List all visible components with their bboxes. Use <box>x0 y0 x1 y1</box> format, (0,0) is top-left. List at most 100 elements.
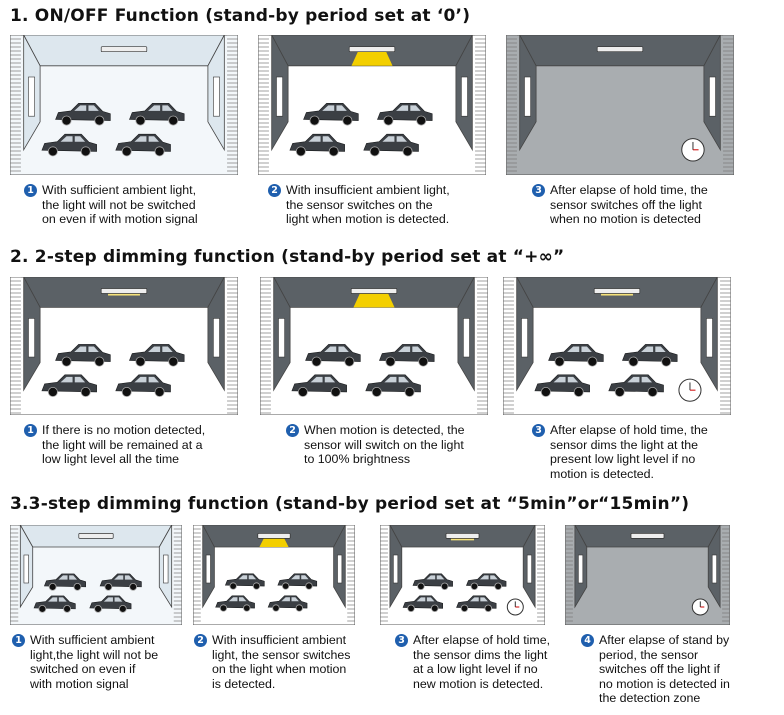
car-icon <box>608 374 664 397</box>
lamp-icon <box>78 533 114 539</box>
caption-line: the sensor switches on the <box>286 197 433 212</box>
lamp-icon <box>630 533 665 539</box>
caption-line: If there is no motion detected, <box>42 423 206 437</box>
pillar-icon <box>706 318 713 358</box>
garage-scene <box>380 525 545 625</box>
step-badge: 2 <box>194 634 207 647</box>
garage-scene <box>260 277 488 415</box>
pillar-icon <box>276 76 283 117</box>
caption-line: sensor dims the light at the <box>550 437 699 452</box>
caption-line: present low light level if no <box>550 452 696 467</box>
car-icon <box>41 133 97 157</box>
car-icon <box>99 573 142 591</box>
caption-text: With insufficient ambient light,the sens… <box>286 183 450 227</box>
car-icon <box>365 374 421 397</box>
caption-text: After elapse of hold time,the sensor dim… <box>413 633 550 691</box>
scene-panel <box>380 525 545 625</box>
caption-line: motion is detected. <box>550 466 655 481</box>
garage-scene <box>506 35 734 175</box>
caption-line: sensor switches off the light <box>550 197 702 212</box>
lamp-icon <box>100 46 148 53</box>
pillar-icon <box>524 76 531 117</box>
caption-line: is detected. <box>212 676 276 691</box>
step-badge: 3 <box>395 634 408 647</box>
car-icon <box>33 595 76 613</box>
car-icon <box>43 573 86 591</box>
step-badge: 1 <box>24 424 37 437</box>
pillar-icon <box>213 76 220 117</box>
step-badge: 1 <box>24 184 37 197</box>
car-icon <box>379 344 435 367</box>
section-2-title: 2. 2-step dimming function (stand-by per… <box>10 247 565 267</box>
caption-line: light when motion is detected. <box>286 212 450 227</box>
caption-line: at a low light level if no <box>413 662 538 677</box>
scene-panel <box>506 35 734 175</box>
light-beam <box>259 537 289 547</box>
car-icon <box>267 595 308 612</box>
pillar-icon <box>28 76 35 117</box>
pillar-icon <box>578 554 584 584</box>
car-icon <box>305 344 361 367</box>
pillar-icon <box>463 318 470 358</box>
car-icon <box>55 344 111 367</box>
pillar-icon <box>526 554 532 584</box>
caption-line: When motion is detected, the <box>304 423 465 437</box>
caption-line: After elapse of stand by <box>599 633 730 647</box>
car-icon <box>402 595 443 613</box>
caption-line: on even if with motion signal <box>42 212 198 227</box>
lamp-icon <box>445 533 480 539</box>
scene-panel <box>503 277 731 415</box>
caption-line: light, the sensor switches <box>212 647 351 662</box>
car-icon <box>466 573 507 591</box>
caption-line: After elapse of hold time, the <box>550 423 708 437</box>
car-icon <box>534 374 590 397</box>
lamp-icon <box>596 46 644 53</box>
car-icon <box>115 133 171 157</box>
pillar-icon <box>393 554 399 584</box>
car-icon <box>55 103 111 126</box>
caption-line: switched on even if <box>30 662 136 677</box>
car-icon <box>412 573 453 591</box>
pillar-icon <box>521 318 528 358</box>
lamp-icon <box>348 46 396 53</box>
step-badge: 2 <box>268 184 281 197</box>
garage-scene <box>193 525 355 625</box>
scene-panel <box>260 277 488 415</box>
car-icon <box>224 573 265 590</box>
car-icon <box>129 103 185 126</box>
caption-line: to 100% brightness <box>304 452 411 467</box>
lamp-icon <box>100 288 148 294</box>
car-icon <box>115 374 171 397</box>
pillar-icon <box>205 554 211 584</box>
pillar-icon <box>711 554 717 584</box>
scene-panel <box>10 277 238 415</box>
car-icon <box>303 103 359 126</box>
garage-scene <box>503 277 731 415</box>
car-icon <box>289 133 345 157</box>
car-icon <box>89 595 132 613</box>
car-icon <box>377 103 433 126</box>
scene-panel <box>193 525 355 625</box>
car-icon <box>277 573 318 590</box>
caption-line: the sensor dims the light <box>413 647 548 662</box>
caption-line: After elapse of hold time, the <box>550 183 708 197</box>
caption-line: With sufficient ambient light, <box>42 183 197 197</box>
car-icon <box>548 344 604 367</box>
step-badge: 2 <box>286 424 299 437</box>
caption-line: With insufficient ambient <box>212 633 347 647</box>
scene-panel <box>565 525 730 625</box>
pillar-icon <box>337 554 343 584</box>
step-badge: 4 <box>581 634 594 647</box>
pillar-icon <box>213 318 220 358</box>
pillar-icon <box>28 318 35 358</box>
caption-line: switches off the light if <box>599 662 720 677</box>
garage-scene <box>10 35 238 175</box>
section-1-title: 1. ON/OFF Function (stand-by period set … <box>10 6 471 26</box>
garage-scene <box>10 277 238 415</box>
step-badge: 3 <box>532 184 545 197</box>
